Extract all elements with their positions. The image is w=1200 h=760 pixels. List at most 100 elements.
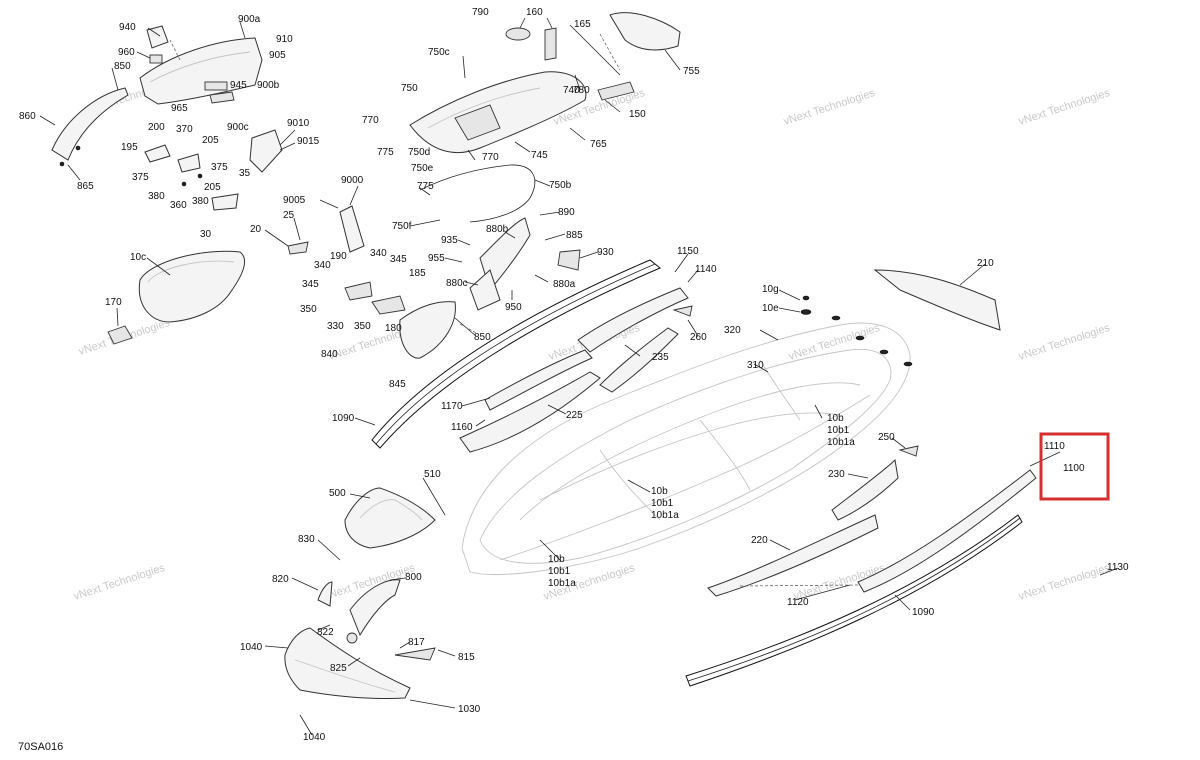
part-label[interactable]: 910 xyxy=(276,34,293,45)
part-label[interactable]: 955 xyxy=(428,253,445,264)
part-label[interactable]: 740 xyxy=(563,85,580,96)
part-label[interactable]: 780 xyxy=(573,85,590,96)
part-label[interactable]: 10b1 xyxy=(651,498,674,509)
part-label[interactable]: 845 xyxy=(389,379,406,390)
part-label[interactable]: 930 xyxy=(597,247,614,258)
part-label[interactable]: 320 xyxy=(724,325,741,336)
part-label[interactable]: 350 xyxy=(354,321,371,332)
part-label[interactable]: 345 xyxy=(302,279,319,290)
part-label[interactable]: 165 xyxy=(574,19,591,30)
part-label[interactable]: 260 xyxy=(690,332,707,343)
part-label[interactable]: 1130 xyxy=(1107,562,1129,573)
part-label[interactable]: 945 xyxy=(230,80,247,91)
part-label[interactable]: 225 xyxy=(566,410,583,421)
part-label[interactable]: 1040 xyxy=(303,732,326,743)
part-label[interactable]: 825 xyxy=(330,663,347,674)
part-label[interactable]: 375 xyxy=(211,162,228,173)
part-label[interactable]: 230 xyxy=(828,469,845,480)
part-label[interactable]: 1100 xyxy=(1063,463,1085,474)
part-label[interactable]: 750f xyxy=(392,221,412,232)
part-label[interactable]: 220 xyxy=(751,535,768,546)
part-label[interactable]: 817 xyxy=(408,637,425,648)
part-label[interactable]: 750d xyxy=(408,147,430,158)
part-label[interactable]: 745 xyxy=(531,150,548,161)
part-label[interactable]: 885 xyxy=(566,230,583,241)
part-label[interactable]: 160 xyxy=(526,7,543,18)
part-label[interactable]: 250 xyxy=(878,432,895,443)
part-label[interactable]: 880c xyxy=(446,278,468,289)
part-label[interactable]: 960 xyxy=(118,47,135,58)
part-label[interactable]: 10b xyxy=(827,413,844,424)
part-label[interactable]: 900c xyxy=(227,122,249,133)
part-label[interactable]: 10b1a xyxy=(827,437,855,448)
part-label[interactable]: 340 xyxy=(370,248,387,259)
part-label[interactable]: 1170 xyxy=(441,401,463,412)
part-label[interactable]: 880b xyxy=(486,224,509,235)
part-label[interactable]: 750e xyxy=(411,163,434,174)
part-label[interactable]: 9015 xyxy=(297,136,320,147)
part-label[interactable]: 850 xyxy=(114,61,131,72)
part-label[interactable]: 330 xyxy=(327,321,344,332)
part-label[interactable]: 9000 xyxy=(341,175,364,186)
part-label[interactable]: 30 xyxy=(200,229,212,240)
part-label[interactable]: 1110 xyxy=(1044,441,1065,452)
part-label[interactable]: 905 xyxy=(269,50,286,61)
part-label[interactable]: 370 xyxy=(176,124,193,135)
part-label[interactable]: 9010 xyxy=(287,118,310,129)
part-label[interactable]: 800 xyxy=(405,572,422,583)
part-label[interactable]: 755 xyxy=(683,66,700,77)
part-label[interactable]: 750b xyxy=(549,180,572,191)
part-label[interactable]: 10b1 xyxy=(548,566,571,577)
part-label[interactable]: 890 xyxy=(558,207,575,218)
part-label[interactable]: 1040 xyxy=(240,642,263,653)
part-label[interactable]: 9005 xyxy=(283,195,306,206)
part-label[interactable]: 840 xyxy=(321,349,338,360)
part-label[interactable]: 10b1 xyxy=(827,425,850,436)
part-label[interactable]: 170 xyxy=(105,297,122,308)
part-label[interactable]: 190 xyxy=(330,251,347,262)
part-label[interactable]: 350 xyxy=(300,304,317,315)
part-label[interactable]: 10g xyxy=(762,284,779,295)
part-label[interactable]: 360 xyxy=(170,200,187,211)
part-label[interactable]: 830 xyxy=(298,534,315,545)
part-label[interactable]: 195 xyxy=(121,142,138,153)
part-label[interactable]: 860 xyxy=(19,111,36,122)
part-label[interactable]: 820 xyxy=(272,574,289,585)
part-label[interactable]: 345 xyxy=(390,254,407,265)
part-label[interactable]: 35 xyxy=(239,168,251,179)
part-label[interactable]: 1150 xyxy=(677,246,699,257)
part-label[interactable]: 205 xyxy=(204,182,221,193)
part-label[interactable]: 770 xyxy=(362,115,379,126)
part-label[interactable]: 380 xyxy=(148,191,165,202)
part-label[interactable]: 180 xyxy=(385,323,402,334)
part-label[interactable]: 10b1a xyxy=(548,578,576,589)
part-label[interactable]: 790 xyxy=(472,7,489,18)
part-label[interactable]: 1090 xyxy=(332,413,355,424)
part-label[interactable]: 880a xyxy=(553,279,576,290)
part-label[interactable]: 10b1a xyxy=(651,510,679,521)
part-label[interactable]: 775 xyxy=(417,181,434,192)
part-label[interactable]: 900b xyxy=(257,80,280,91)
part-label[interactable]: 815 xyxy=(458,652,475,663)
part-label[interactable]: 765 xyxy=(590,139,607,150)
part-label[interactable]: 200 xyxy=(148,122,165,133)
part-label[interactable]: 340 xyxy=(314,260,331,271)
part-label[interactable]: 205 xyxy=(202,135,219,146)
part-label[interactable]: 10c xyxy=(130,252,146,263)
part-label[interactable]: 10e xyxy=(762,303,779,314)
part-label[interactable]: 25 xyxy=(283,210,295,221)
part-label[interactable]: 20 xyxy=(250,224,262,235)
part-label[interactable]: 510 xyxy=(424,469,441,480)
part-label[interactable]: 850 xyxy=(474,332,491,343)
part-label[interactable]: 1160 xyxy=(451,422,473,433)
part-label[interactable]: 770 xyxy=(482,152,499,163)
part-label[interactable]: 940 xyxy=(119,22,136,33)
part-label[interactable]: 10b xyxy=(651,486,668,497)
part-label[interactable]: 750 xyxy=(401,83,418,94)
part-label[interactable]: 1090 xyxy=(912,607,935,618)
part-label[interactable]: 375 xyxy=(132,172,149,183)
part-label[interactable]: 1140 xyxy=(695,264,717,275)
part-label[interactable]: 310 xyxy=(747,360,764,371)
part-label[interactable]: 185 xyxy=(409,268,426,279)
part-label[interactable]: 235 xyxy=(652,352,669,363)
